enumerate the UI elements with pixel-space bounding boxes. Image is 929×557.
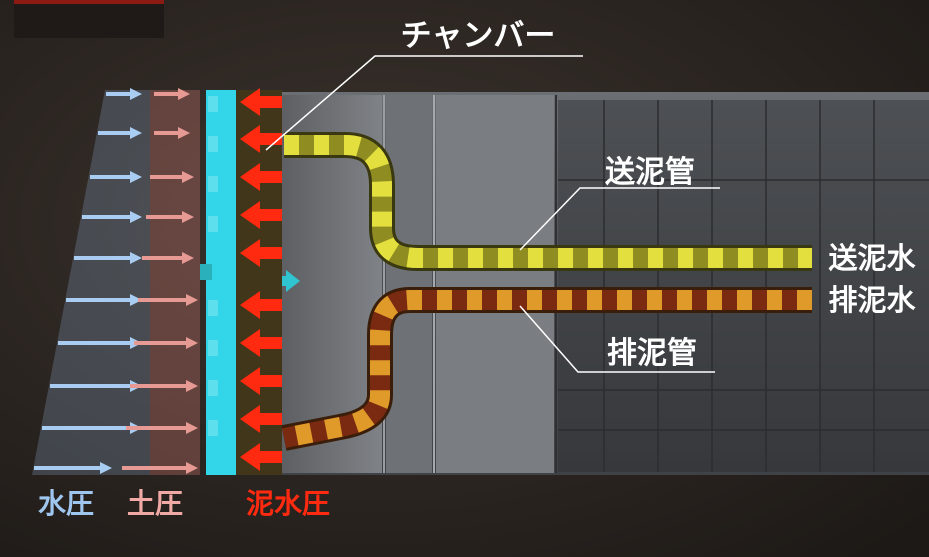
chamber-leader (265, 55, 583, 151)
cutter-face-blocks (208, 96, 218, 436)
chamber-label: チャンバー (401, 18, 556, 54)
pressure-arrow-icon (154, 88, 190, 100)
pressure-arrow-icon (150, 171, 194, 183)
pressure-arrow-icon (66, 294, 142, 306)
feed-pipe-leader (519, 187, 720, 251)
pressure-arrow-icon (98, 127, 142, 139)
pressure-arrow-icon (74, 252, 142, 264)
slurry-arrow-icon (240, 443, 282, 471)
earth-pressure-label: 土圧 (127, 487, 183, 520)
feed-pipe-stripes (284, 135, 812, 268)
pressure-arrow-icon (142, 252, 194, 264)
pressure-arrow-icon (122, 462, 198, 474)
earth-pressure-zone (150, 90, 200, 475)
feed-water-label: 送泥水 (828, 241, 916, 275)
segment-grid (558, 100, 929, 472)
slurry-arrow-icon (240, 88, 282, 116)
cutter-face (206, 90, 236, 475)
slurry-arrow-icon (240, 163, 282, 191)
slurry-arrow-icon (240, 329, 282, 357)
pressure-arrow-icon (138, 294, 198, 306)
water-pressure-label: 水圧 (38, 487, 94, 520)
earth-pressure-arrows (122, 88, 198, 474)
cutter-hub (200, 264, 212, 280)
cutter-shaft-tip (286, 270, 300, 292)
discharge-pipe-leader (519, 305, 715, 373)
discharge-pipe-label: 排泥管 (607, 336, 697, 371)
feed-pipe-label: 送泥管 (605, 155, 695, 190)
water-pressure-arrows (34, 88, 142, 474)
discharge-pipe-stripes (282, 290, 812, 448)
slurry-arrow-icon (240, 405, 282, 433)
pressure-arrow-icon (90, 171, 142, 183)
pressure-arrow-icon (106, 88, 142, 100)
top-left-red-accent (14, 0, 164, 4)
shield-ring-2 (436, 95, 554, 473)
leader-lines (265, 55, 720, 373)
slurry-arrow-icon (240, 239, 282, 267)
pressure-arrow-icon (34, 462, 112, 474)
slurry-pressure-label: 泥水圧 (246, 487, 330, 520)
pressure-arrow-icon (130, 380, 198, 392)
slurry-arrow-icon (240, 201, 282, 229)
pressure-arrow-icon (146, 211, 194, 223)
pressure-arrow-icon (82, 211, 142, 223)
slurry-pressure-arrows (240, 88, 282, 471)
slurry-arrow-icon (240, 125, 282, 153)
slurry-arrow-icon (240, 291, 282, 319)
pressure-arrow-icon (134, 337, 198, 349)
top-left-dark-bar (14, 0, 164, 38)
discharge-water-label: 排泥水 (828, 283, 916, 317)
pressure-arrow-icon (126, 422, 198, 434)
slurry-arrow-icon (240, 367, 282, 395)
pressure-arrow-icon (154, 127, 190, 139)
shield-ring-1 (386, 95, 432, 473)
segment-lining (558, 100, 929, 472)
water-pressure-zone (32, 90, 150, 475)
